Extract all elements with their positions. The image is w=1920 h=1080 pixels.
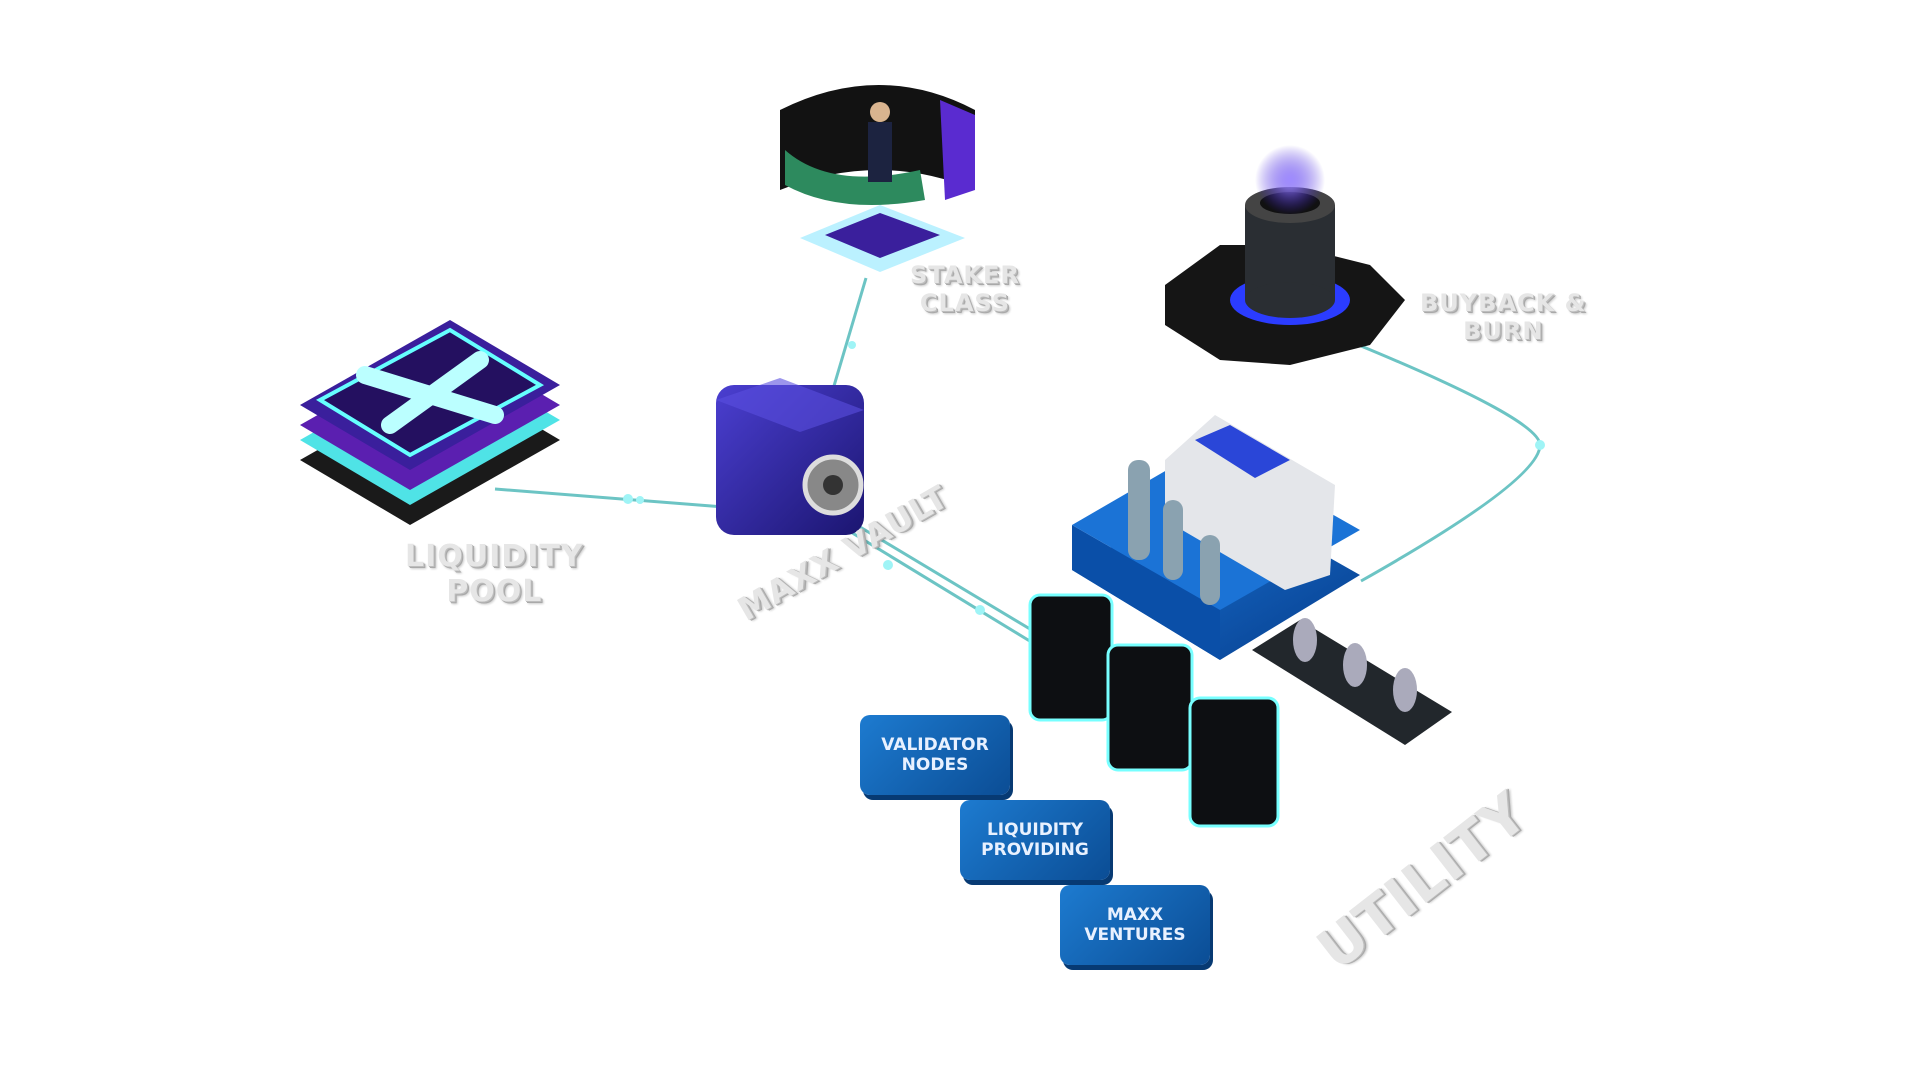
tag-line: LIQUIDITY xyxy=(986,819,1084,840)
buyback-burn-icon xyxy=(1165,145,1405,365)
liquidity-pool-icon xyxy=(300,320,560,525)
label-line: POOL xyxy=(446,573,543,609)
server-liquidity xyxy=(1106,643,1194,772)
label-line: LIQUIDITY xyxy=(405,539,584,574)
server-ventures xyxy=(1188,696,1280,828)
label-line: STAKER xyxy=(910,261,1020,289)
line-pool-vault xyxy=(494,487,725,509)
label-liquidity-pool: LIQUIDITY POOL xyxy=(405,539,584,609)
tag-line: VENTURES xyxy=(1084,925,1186,945)
maxx-vault-icon xyxy=(716,378,864,535)
tag-liquidity-providing[interactable]: LIQUIDITY PROVIDING xyxy=(960,800,1110,880)
server-towers xyxy=(1028,593,1280,828)
line-vault-servers-2 xyxy=(839,513,1041,637)
label-line: CLASS xyxy=(919,288,1010,317)
label-buyback-burn: BUYBACK & BURN xyxy=(1420,289,1587,345)
label-line: BUYBACK & xyxy=(1420,289,1587,317)
server-validator xyxy=(1028,593,1114,722)
utility-factory-icon xyxy=(1072,415,1360,660)
conveyor-belt-icon xyxy=(1252,618,1452,745)
line-vault-staker xyxy=(829,277,868,397)
line-burn-factory xyxy=(1360,344,1542,583)
label-line: BURN xyxy=(1463,316,1544,345)
connector-lines xyxy=(494,277,1542,645)
tag-line: PROVIDING xyxy=(981,840,1089,860)
tag-maxx-ventures[interactable]: MAXX VENTURES xyxy=(1060,885,1210,965)
tag-line: NODES xyxy=(901,755,969,775)
label-staker-class: STAKER CLASS xyxy=(910,261,1020,317)
connector-beads xyxy=(623,341,1545,615)
staker-class-icon xyxy=(780,85,975,272)
tag-validator-nodes[interactable]: VALIDATOR NODES xyxy=(860,715,1010,795)
tag-line: MAXX xyxy=(1106,904,1164,925)
tag-line: VALIDATOR xyxy=(881,734,989,755)
line-vault-servers xyxy=(830,518,1034,645)
